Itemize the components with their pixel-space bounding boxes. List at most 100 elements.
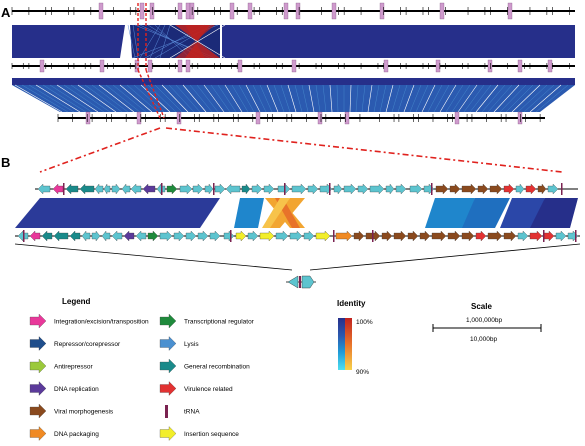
identity-colorbar: Identity 100% 90% xyxy=(337,299,373,376)
gene-arrow-icon xyxy=(159,358,177,374)
genome-feature xyxy=(237,59,243,73)
gene-arrow xyxy=(111,183,121,195)
gene-arrow xyxy=(419,230,431,242)
insertion-funnel xyxy=(14,243,581,289)
gene-arrow xyxy=(307,183,319,195)
genome-3-features xyxy=(57,111,541,125)
gene-arrow xyxy=(79,183,95,195)
genome-feature xyxy=(229,2,235,20)
gene-arrow xyxy=(29,230,41,242)
identity-block-left xyxy=(12,25,125,58)
gene-arrow xyxy=(41,230,53,242)
gene-arrow xyxy=(489,183,503,195)
inverted-block-b xyxy=(262,198,305,228)
gene-arrow xyxy=(343,183,357,195)
genome-feature xyxy=(517,59,523,73)
comparison-1-2 xyxy=(12,24,575,59)
gene-arrow xyxy=(291,183,307,195)
panel-b-label: B xyxy=(1,155,10,170)
gene-arrow xyxy=(407,230,419,242)
legend-item: DNA replication xyxy=(29,381,99,396)
legend-item: Transcriptional regulator xyxy=(159,313,255,329)
gene-arrow xyxy=(111,230,123,242)
gene-arrow xyxy=(529,230,543,242)
gene-arrow-icon xyxy=(29,403,47,419)
trna-bar-icon xyxy=(165,405,168,418)
identity-block-b1 xyxy=(15,198,220,228)
gene-arrow xyxy=(147,230,159,242)
identity-min-label: 90% xyxy=(356,369,369,376)
gene-arrow xyxy=(393,230,407,242)
legend-item: DNA packaging xyxy=(29,426,99,441)
gene-arrow xyxy=(185,230,197,242)
legend-item: Viral morphogenesis xyxy=(29,403,114,419)
gene-arrow xyxy=(159,230,173,242)
genome-feature xyxy=(85,111,91,125)
genome-feature xyxy=(317,111,323,125)
genome-feature xyxy=(176,111,182,125)
contig-1-genes xyxy=(37,183,563,195)
legend-item: Repressor/corepressor xyxy=(29,336,121,351)
gene-arrow xyxy=(335,230,353,242)
gene-arrow xyxy=(503,183,515,195)
gene-arrow xyxy=(135,230,147,242)
genome-1-features xyxy=(11,2,570,20)
legend-item: Virulence related xyxy=(159,381,233,396)
comparison-2-3 xyxy=(12,78,575,113)
gene-arrow xyxy=(225,183,241,195)
legend-item: Insertion sequence xyxy=(159,426,239,441)
gene-arrow xyxy=(91,230,101,242)
genome-feature xyxy=(439,2,445,20)
genome-feature xyxy=(99,59,105,73)
gene-arrow xyxy=(53,230,69,242)
gene-arrow xyxy=(435,183,449,195)
gene-arrow xyxy=(555,230,567,242)
genome-feature xyxy=(507,2,513,20)
legend-items: Integration/excision/transpositionRepres… xyxy=(29,313,255,441)
gene-arrow-icon xyxy=(29,381,47,396)
gene-arrow xyxy=(214,183,226,195)
legend-item-label: DNA packaging xyxy=(54,431,99,438)
genome-feature xyxy=(177,2,183,20)
gene-arrow xyxy=(475,230,487,242)
genome-feature xyxy=(379,2,385,20)
identity-title: Identity xyxy=(337,299,366,308)
gene-arrow xyxy=(525,183,537,195)
gene-arrow xyxy=(123,230,135,242)
legend-item: Integration/excision/transposition xyxy=(29,313,149,329)
gene-arrow xyxy=(537,183,547,195)
gene-arrow xyxy=(543,230,555,242)
legend-item-label: Insertion sequence xyxy=(184,431,239,438)
gene-arrow xyxy=(247,230,259,242)
gene-arrow xyxy=(259,230,275,242)
identity-block-b6 xyxy=(530,198,578,228)
gene-arrow xyxy=(69,230,81,242)
gene-arrow xyxy=(130,183,142,195)
gene-arrow xyxy=(409,183,423,195)
genome-feature xyxy=(185,2,191,20)
genome-feature xyxy=(454,111,460,125)
genome-feature xyxy=(295,2,301,20)
gene-arrow xyxy=(477,183,489,195)
gene-arrow xyxy=(449,183,461,195)
gene-arrow xyxy=(209,230,221,242)
genome-feature xyxy=(147,59,153,73)
contig-2-genes xyxy=(17,230,579,242)
gene-arrow xyxy=(121,183,131,195)
gene-arrow xyxy=(395,183,407,195)
genome-feature xyxy=(517,111,523,125)
gene-arrow-icon xyxy=(159,426,177,441)
identity-block-b4 xyxy=(462,198,510,228)
genome-feature xyxy=(291,59,297,73)
gene-arrow xyxy=(369,183,385,195)
gene-arrow xyxy=(103,183,111,195)
genome-feature xyxy=(149,2,155,20)
identity-block-right xyxy=(222,25,575,58)
gene-arrow xyxy=(487,230,503,242)
panel-a-label: A xyxy=(1,5,11,20)
gene-arrow xyxy=(65,183,79,195)
gene-arrow xyxy=(547,183,559,195)
legend-item: tRNA xyxy=(165,405,200,418)
gene-arrow xyxy=(179,183,193,195)
gene-arrow-icon xyxy=(159,381,177,396)
